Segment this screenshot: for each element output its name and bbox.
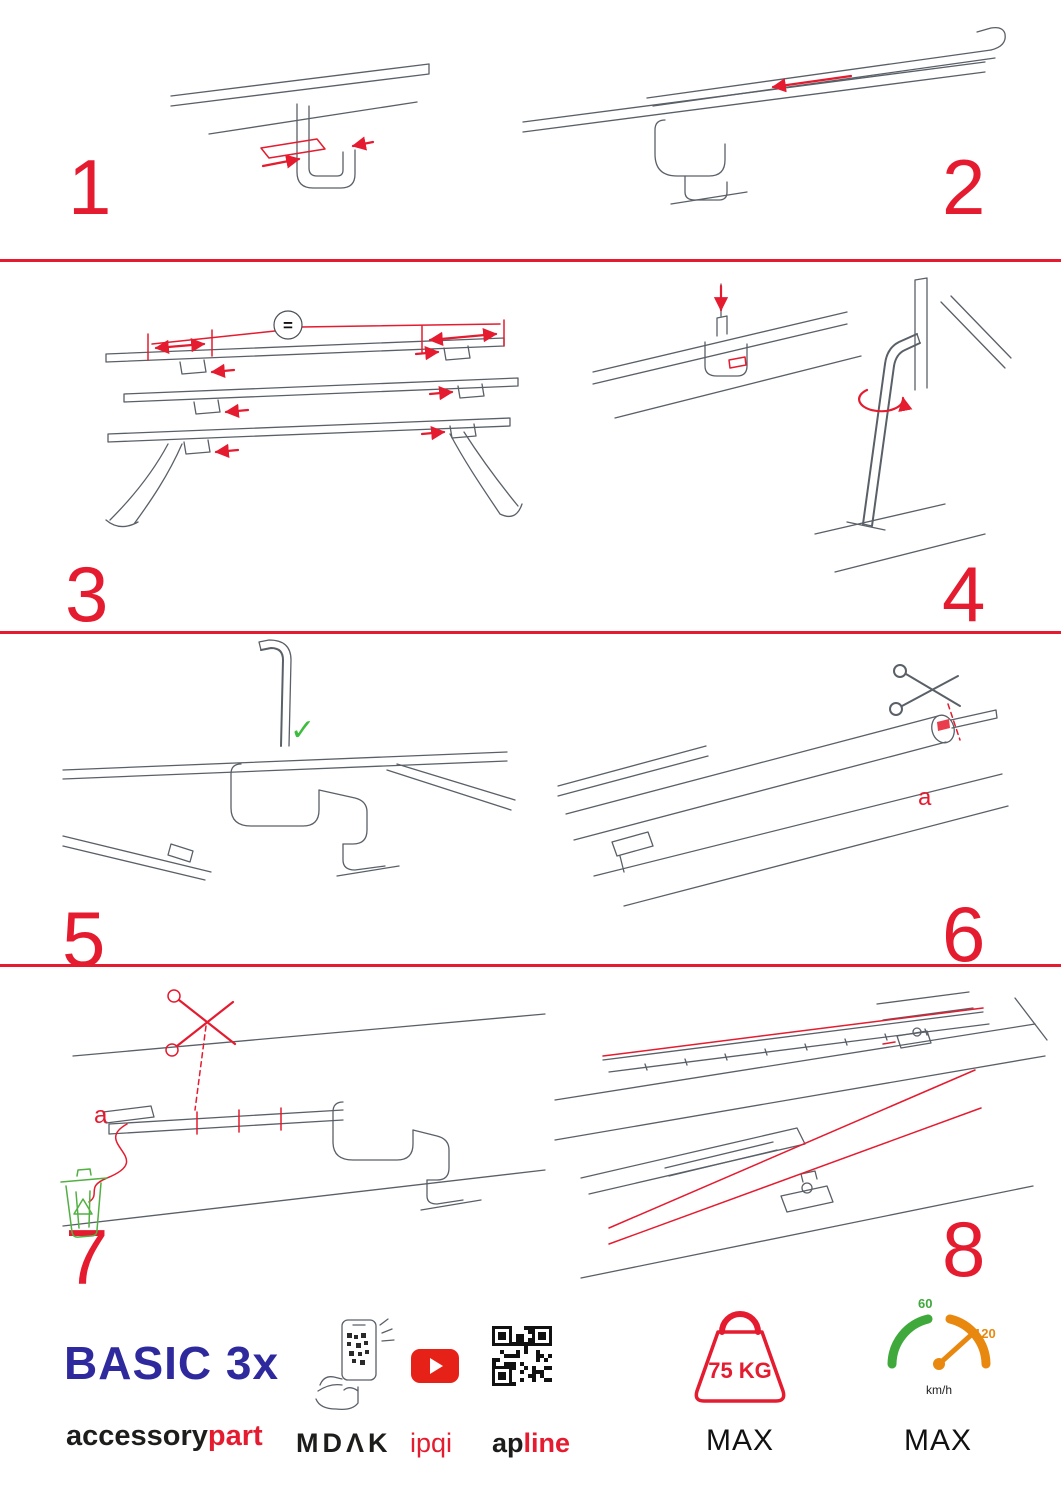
step-3-number: 3 (65, 550, 109, 638)
play-triangle (430, 1358, 443, 1374)
cut-line (194, 1025, 207, 1111)
youtube-icon (411, 1349, 459, 1383)
qr-code (492, 1326, 552, 1386)
step-1-illustration (170, 63, 430, 189)
speedometer-needle (936, 1333, 973, 1367)
phone-qr-icon (315, 1318, 395, 1411)
speed-limit-label: MAX (903, 1424, 972, 1457)
speed-unit: km/h (926, 1383, 952, 1397)
section-divider-1 (0, 259, 1061, 262)
step-2-illustration (522, 26, 1006, 205)
t-adapter-right (882, 1027, 932, 1049)
insert-guide-lines (608, 1069, 982, 1245)
qr-code-modules (492, 1326, 552, 1386)
step-2-number: 2 (942, 143, 986, 231)
section-divider-2 (0, 631, 1061, 634)
weight-limit-label: MAX (705, 1424, 774, 1457)
discard-path (88, 1123, 128, 1203)
step-1-number: 1 (68, 143, 112, 231)
ipqi-logo: ipqi (410, 1428, 453, 1458)
section-divider-3 (0, 964, 1061, 967)
product-logo: BASIC 3x (64, 1337, 280, 1389)
rotate-arrow (858, 388, 913, 413)
step-8-number: 8 (942, 1205, 986, 1293)
cut-point-highlight (937, 719, 950, 731)
step-3-illustration: = (105, 310, 523, 528)
trash-bin-icon (60, 1168, 108, 1238)
t-adapter-center (780, 1170, 834, 1213)
recycle-symbol (73, 1198, 93, 1215)
step-7-illustration (60, 989, 546, 1238)
scissors-icon (165, 989, 237, 1057)
step-6-number: 6 (942, 890, 986, 978)
qr-finder-centers (498, 1332, 546, 1380)
step-6-illustration (557, 664, 1009, 907)
phone-screen-qr (347, 1333, 369, 1365)
speed-limit-icon: 60 120 km/h (887, 1296, 996, 1397)
adjust-arrows (210, 346, 454, 458)
step-8-illustration (554, 991, 1048, 1279)
scissors-icon (889, 664, 961, 716)
cut-label-step6: a (918, 784, 932, 811)
step-4-illustration (592, 277, 1012, 573)
mdak-logo: MDΛK (296, 1428, 392, 1458)
step-5-illustration (62, 639, 516, 881)
speed-tick-high: 120 (974, 1326, 996, 1341)
apline-logo-black: ap (492, 1428, 524, 1458)
step-5-number: 5 (62, 895, 106, 983)
rubber-pad-highlight (260, 136, 375, 169)
ok-checkmark: ✓ (290, 714, 316, 747)
slide-direction-arrow (771, 74, 853, 93)
step-4-number: 4 (942, 550, 986, 638)
allen-key (862, 333, 921, 527)
cut-label-step7: a (94, 1102, 108, 1129)
equal-sign-label: = (283, 316, 293, 335)
brand-logo-red: part (207, 1420, 263, 1452)
equal-spacing-dimension: = (147, 310, 505, 361)
qr-finder-frames (492, 1326, 552, 1386)
apline-logo: apline (492, 1428, 570, 1459)
apline-logo-red: line (523, 1428, 571, 1458)
speed-tick-low: 60 (918, 1296, 932, 1311)
cut-line (947, 703, 961, 741)
hand-holding-phone (315, 1376, 359, 1411)
cut-marks (196, 1107, 282, 1135)
brand-logo-black: accessory (66, 1420, 208, 1452)
weight-limit-icon: 75 KG (694, 1311, 786, 1403)
scan-signal-lines (379, 1318, 395, 1342)
brand-logo: accessorypart (66, 1420, 263, 1453)
weight-limit-value: 75 KG (708, 1358, 772, 1383)
